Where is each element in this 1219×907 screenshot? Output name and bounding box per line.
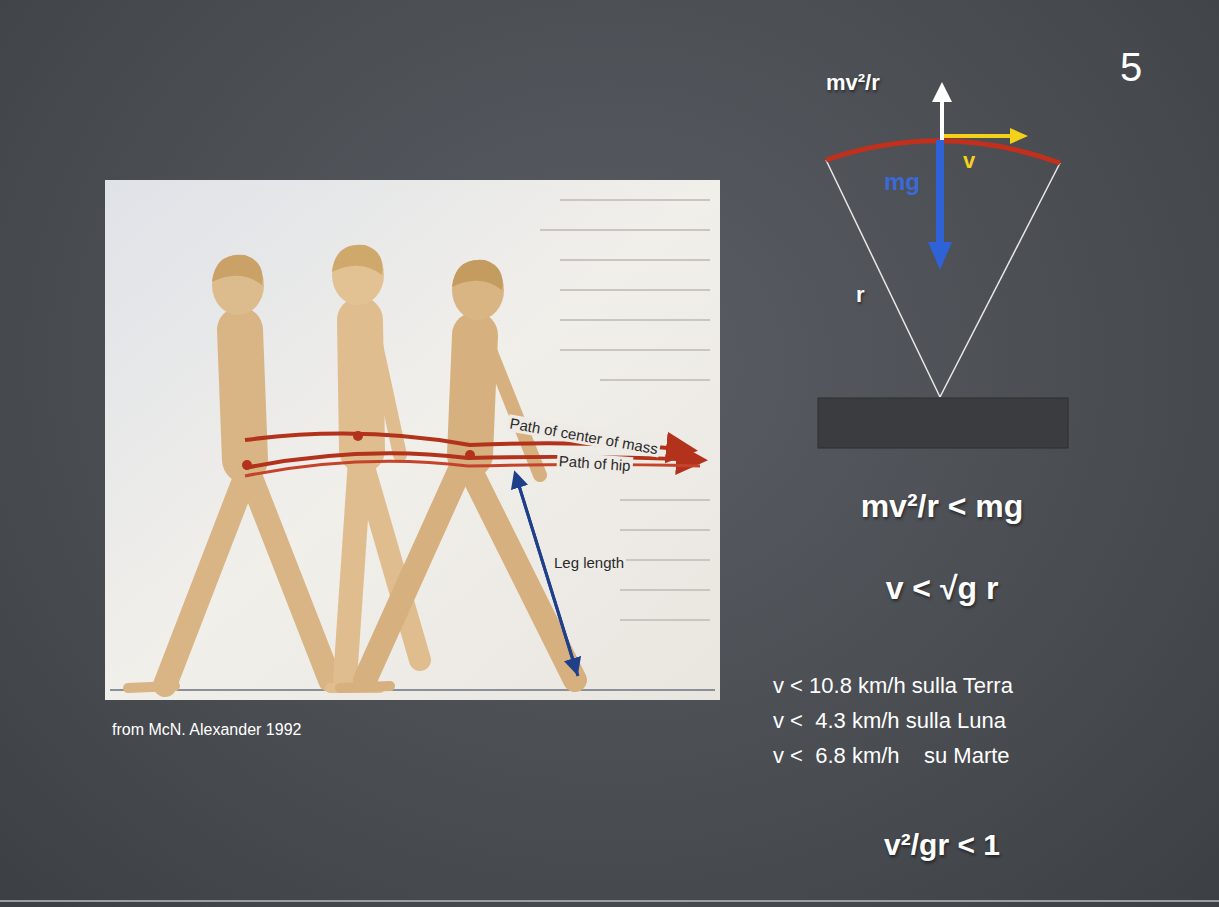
pendulum-diagram — [818, 82, 1068, 448]
slide-number: 5 — [1120, 44, 1142, 90]
speed-limit: v < 10.8 km/h sulla Terra — [773, 673, 1013, 698]
speed-limit: v < 6.8 km/h su Marte — [773, 743, 1010, 768]
dimension-label: Leg length — [552, 554, 626, 571]
radius-label: r — [856, 282, 865, 307]
walking-illustration — [105, 180, 720, 700]
speed-limit: v < 4.3 km/h sulla Luna — [773, 708, 1006, 733]
source-note: from McN. Alexander 1992 — [112, 721, 301, 739]
formula: mv²/r < mg — [861, 488, 1024, 525]
formula: v²/gr < 1 — [884, 828, 1000, 863]
force-label: mv²/r — [826, 70, 880, 95]
force-label: mg — [884, 168, 920, 196]
formula: v < √g r — [886, 570, 999, 607]
velocity-label: v — [963, 148, 975, 173]
